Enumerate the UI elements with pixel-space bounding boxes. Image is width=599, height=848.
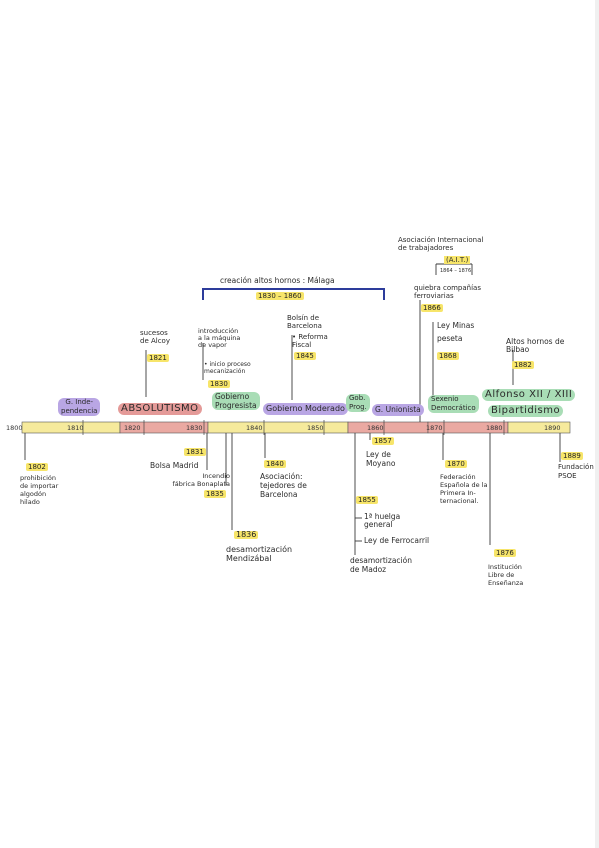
event-sucesos: sucesos de Alcoy <box>140 329 170 345</box>
ait-years: 1864 – 1876 <box>440 268 472 274</box>
period-absolutismo: ABSOLUTISMO <box>118 403 202 415</box>
year-psoe: 1889 <box>561 452 583 460</box>
tick-label: 1800 <box>6 424 23 432</box>
event-desamortizacion-madoz: desamortización de Madoz <box>350 556 412 574</box>
tick-label: 1850 <box>307 424 324 432</box>
year-federacion: 1870 <box>445 460 467 468</box>
event-ley-ferrocarril: Ley de Ferrocarril <box>364 536 430 545</box>
year-desamortizacion-mendizabal: 1836 <box>234 530 259 539</box>
tick-label: 1860 <box>367 424 384 432</box>
year-huelga: 1855 <box>356 496 378 504</box>
event-ley-minas: Ley Minas <box>437 321 475 330</box>
event-reforma-fiscal: • Reforma Fiscal <box>292 333 328 349</box>
tick-label: 1870 <box>426 424 443 432</box>
tick-label: 1830 <box>186 424 203 432</box>
event-bolsa: Bolsa Madrid <box>150 461 199 470</box>
event-prohibicion: prohibición de importar algodón hilado <box>20 474 59 506</box>
event-huelga-general: 1ª huelga general <box>364 512 401 529</box>
tick-label: 1820 <box>124 424 141 432</box>
year-minas: 1868 <box>437 352 459 360</box>
period-independencia: G. Inde- pendencia <box>58 398 101 416</box>
page-edge <box>595 0 599 848</box>
tick-label: 1880 <box>486 424 503 432</box>
year-quiebra: 1866 <box>421 304 443 312</box>
event-quiebra: quiebra compañías ferroviarias <box>414 284 481 300</box>
tick-label: 1840 <box>246 424 263 432</box>
event-asociacion: Asociación: tejedores de Barcelona <box>260 472 307 499</box>
year-asociacion: 1840 <box>264 460 286 468</box>
bracket-label: creación altos hornos : Málaga <box>220 276 335 285</box>
year-bolsin: 1845 <box>294 352 316 360</box>
event-bolsin: Bolsín de Barcelona <box>287 314 322 330</box>
year-institucion: 1876 <box>494 549 516 557</box>
year-prohibicion: 1802 <box>26 463 48 471</box>
event-mecanizacion: • inicio proceso mecanización <box>204 361 251 375</box>
period-gob-prog: Gob. Prog. <box>346 394 370 412</box>
event-incendio: Incendio fábrica Bonaplata <box>172 472 230 488</box>
ait-title: Asociación Internacional de trabajadores <box>398 236 484 252</box>
event-federacion: Federación Española de la Primera In- te… <box>440 473 488 505</box>
year-bilbao: 1882 <box>512 361 534 369</box>
event-peseta: peseta <box>437 334 463 343</box>
period-bipartidismo: Bipartidismo <box>488 405 564 417</box>
period-moderado: Gobierno Moderado <box>263 403 348 415</box>
year-moyano: 1857 <box>372 437 394 445</box>
tick-label: 1810 <box>67 424 84 432</box>
event-bilbao: Altos hornos de Bilbao <box>506 337 565 354</box>
event-ley-moyano: Ley de Moyano <box>366 450 396 468</box>
event-institucion: Institución Libre de Enseñanza <box>488 563 524 587</box>
year-bolsa: 1831 <box>184 448 206 456</box>
ait-abbr: (A.I.T.) <box>444 256 471 264</box>
period-unionista: G. Unionista <box>372 404 424 416</box>
period-sexenio: Sexenio Democrático <box>428 395 479 413</box>
tick-label: 1890 <box>544 424 561 432</box>
year-maquina: 1830 <box>208 380 230 388</box>
event-desamortizacion-mendizabal: desamortización Mendizábal <box>226 545 293 563</box>
period-alfonso: Alfonso XII / XIII <box>482 389 576 401</box>
year-incendio: 1835 <box>204 490 226 498</box>
period-progresista: Gobierno Progresista <box>212 392 260 410</box>
event-maquina: introducción a la máquina de vapor <box>198 327 241 349</box>
event-psoe: Fundación PSOE <box>558 463 594 480</box>
bracket-years: 1830 – 1860 <box>256 292 304 300</box>
year-sucesos: 1821 <box>147 354 169 362</box>
